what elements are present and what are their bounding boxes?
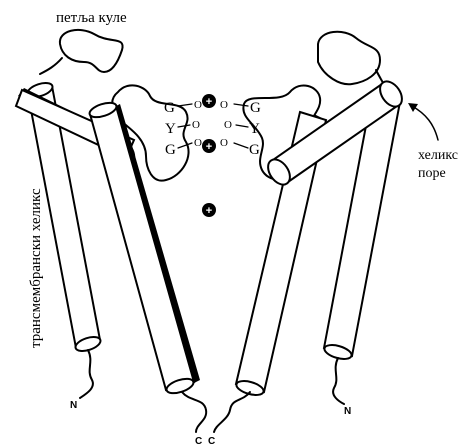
carbonyl-oxygen: O bbox=[220, 137, 228, 149]
n-terminus-right-label: N bbox=[344, 406, 351, 417]
potassium-ion-cavity: + bbox=[202, 203, 216, 217]
pore-helix-pointer-arrow bbox=[412, 106, 438, 140]
svg-text:+: + bbox=[206, 141, 212, 153]
carbonyl-oxygen: O bbox=[194, 137, 202, 149]
potassium-ion-top: + bbox=[202, 94, 216, 108]
filter-left-residue-1: G bbox=[164, 100, 175, 116]
c-terminus-right-tail bbox=[214, 392, 250, 432]
carbonyl-oxygen: O bbox=[220, 99, 228, 111]
carbonyl-oxygen: O bbox=[192, 119, 200, 131]
turret-loop-left bbox=[60, 30, 123, 72]
potassium-ion-middle: + bbox=[202, 139, 216, 153]
filter-right-residue-1: G bbox=[250, 100, 261, 116]
c-terminus-left-label: C bbox=[195, 436, 202, 447]
filter-right-residue-2: Y bbox=[249, 121, 260, 137]
n-terminus-left-label: N bbox=[70, 400, 77, 411]
n-terminus-right-tail bbox=[333, 358, 344, 404]
c-terminus-right-label: C bbox=[208, 436, 215, 447]
turret-loop-label: петља куле bbox=[56, 10, 127, 26]
carbonyl-oxygen: O bbox=[194, 99, 202, 111]
filter-right-residue-3: G bbox=[249, 142, 260, 158]
carbonyl-oxygen: O bbox=[224, 119, 232, 131]
filter-left-residue-3: G bbox=[165, 142, 176, 158]
pore-helix-pointer-arrowhead bbox=[408, 103, 418, 112]
svg-text:+: + bbox=[206, 205, 212, 217]
turret-loop-right bbox=[318, 32, 380, 85]
transmembrane-helix-label: трансмембрански хеликс bbox=[28, 188, 44, 348]
filter-left-residue-2: Y bbox=[165, 121, 176, 137]
turret-loop-left-stem bbox=[40, 58, 62, 74]
c-terminus-left-tail bbox=[182, 392, 206, 432]
pore-helix-label: хеликс поре bbox=[418, 148, 462, 181]
svg-text:+: + bbox=[206, 96, 212, 108]
n-terminus-left-tail bbox=[80, 350, 93, 398]
